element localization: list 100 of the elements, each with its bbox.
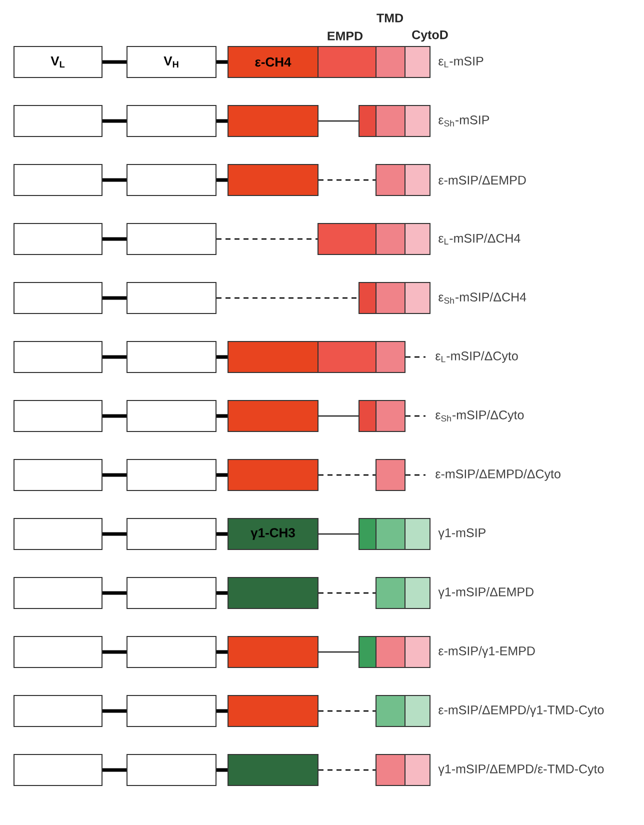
domain-box <box>376 459 406 491</box>
construct-label: γ1-mSIP/ΔEMPD <box>438 587 534 599</box>
linker-line <box>102 60 126 64</box>
domain-box <box>14 636 102 668</box>
domain-box <box>404 754 430 786</box>
domain-box <box>14 459 102 491</box>
linker-line <box>216 709 228 713</box>
linker-line <box>102 296 126 300</box>
domain-box <box>404 577 430 609</box>
domain-box <box>376 518 406 550</box>
linker-line <box>102 650 126 654</box>
linker-line <box>102 532 126 536</box>
linker-line <box>216 650 228 654</box>
domain-box <box>376 695 406 727</box>
column-header: EMPD <box>328 32 363 40</box>
linker-line <box>318 474 376 476</box>
linker-line <box>318 592 376 594</box>
domain-box <box>404 46 430 78</box>
domain-box <box>376 46 406 78</box>
domain-box <box>126 341 216 373</box>
linker-line <box>102 119 126 123</box>
domain-box <box>126 754 216 786</box>
domain-box <box>228 636 318 668</box>
domain-box <box>126 577 216 609</box>
linker-line <box>102 178 126 182</box>
domain-box <box>126 223 216 255</box>
construct-label: ε-mSIP/ΔEMPD <box>438 175 526 185</box>
domain-box <box>228 577 318 609</box>
linker-line <box>102 768 126 772</box>
linker-line <box>318 769 376 771</box>
domain-box <box>228 459 318 491</box>
domain-box <box>318 46 376 78</box>
domain-box <box>228 754 318 786</box>
domain-box <box>126 518 216 550</box>
domain-box <box>228 400 318 432</box>
domain-box <box>126 636 216 668</box>
construct-label: γ1-mSIP <box>438 528 486 540</box>
construct-label: ε$_{Sh}$-mSIP <box>438 116 490 126</box>
domain-box <box>376 341 406 373</box>
construct-label: ε$_{L}$-mSIP <box>438 56 484 68</box>
linker-line <box>216 119 228 123</box>
domain-box <box>358 400 376 432</box>
domain-box <box>358 636 376 668</box>
domain-box <box>404 282 430 314</box>
domain-box <box>404 636 430 668</box>
domain-box <box>14 754 102 786</box>
linker-line <box>216 532 228 536</box>
domain-box <box>376 164 406 196</box>
linker-line <box>102 414 126 418</box>
domain-box <box>126 695 216 727</box>
construct-label: ε-mSIP/ΔEMPD/γ1-TMD-Cyto <box>438 705 604 717</box>
domain-box <box>376 282 406 314</box>
linker-line <box>406 415 426 417</box>
domain-box <box>126 459 216 491</box>
domain-box <box>404 105 430 137</box>
domain-box <box>228 341 318 373</box>
domain-box <box>358 518 376 550</box>
column-header: TMD <box>376 14 403 22</box>
domain-box <box>376 400 406 432</box>
domain-box <box>376 636 406 668</box>
linker-line <box>216 238 318 240</box>
domain-box <box>126 164 216 196</box>
column-header: CytoD <box>412 30 448 42</box>
linker-line <box>216 297 358 299</box>
linker-line <box>406 356 426 358</box>
domain-box <box>14 282 102 314</box>
linker-line <box>102 709 126 713</box>
linker-line <box>318 179 376 181</box>
domain-box: γ1-CH3 <box>228 518 318 550</box>
domain-box <box>318 341 376 373</box>
construct-label: γ1-mSIP/ΔEMPD/ε-TMD-Cyto <box>438 764 604 776</box>
domain-box <box>126 105 216 137</box>
linker-line <box>216 768 228 772</box>
domain-box <box>14 223 102 255</box>
domain-box <box>228 105 318 137</box>
linker-line <box>216 591 228 595</box>
linker-line <box>102 355 126 359</box>
domain-box: ε-CH4 <box>228 46 318 78</box>
domain-box <box>14 400 102 432</box>
linker-line <box>406 474 426 476</box>
domain-box: V$_{H}$ <box>126 46 216 78</box>
construct-label: ε$_{Sh}$-mSIP/ΔCH4 <box>438 292 526 304</box>
domain-box <box>14 341 102 373</box>
domain-box <box>228 164 318 196</box>
domain-box <box>14 577 102 609</box>
construct-label: ε-mSIP/ΔEMPD/ΔCyto <box>436 469 560 481</box>
domain-box <box>404 164 430 196</box>
domain-box: V$_{L}$ <box>14 46 102 78</box>
domain-box <box>318 223 376 255</box>
construct-label: ε$_{Sh}$-mSIP/ΔCyto <box>436 410 524 422</box>
linker-line <box>102 591 126 595</box>
linker-line <box>216 178 228 182</box>
domain-box <box>228 695 318 727</box>
domain-box <box>14 164 102 196</box>
linker-line <box>216 355 228 359</box>
linker-line <box>216 60 228 64</box>
domain-box <box>404 695 430 727</box>
construct-label: ε$_{L}$-mSIP/ΔCyto <box>436 351 518 363</box>
domain-box <box>358 105 376 137</box>
domain-box <box>404 518 430 550</box>
